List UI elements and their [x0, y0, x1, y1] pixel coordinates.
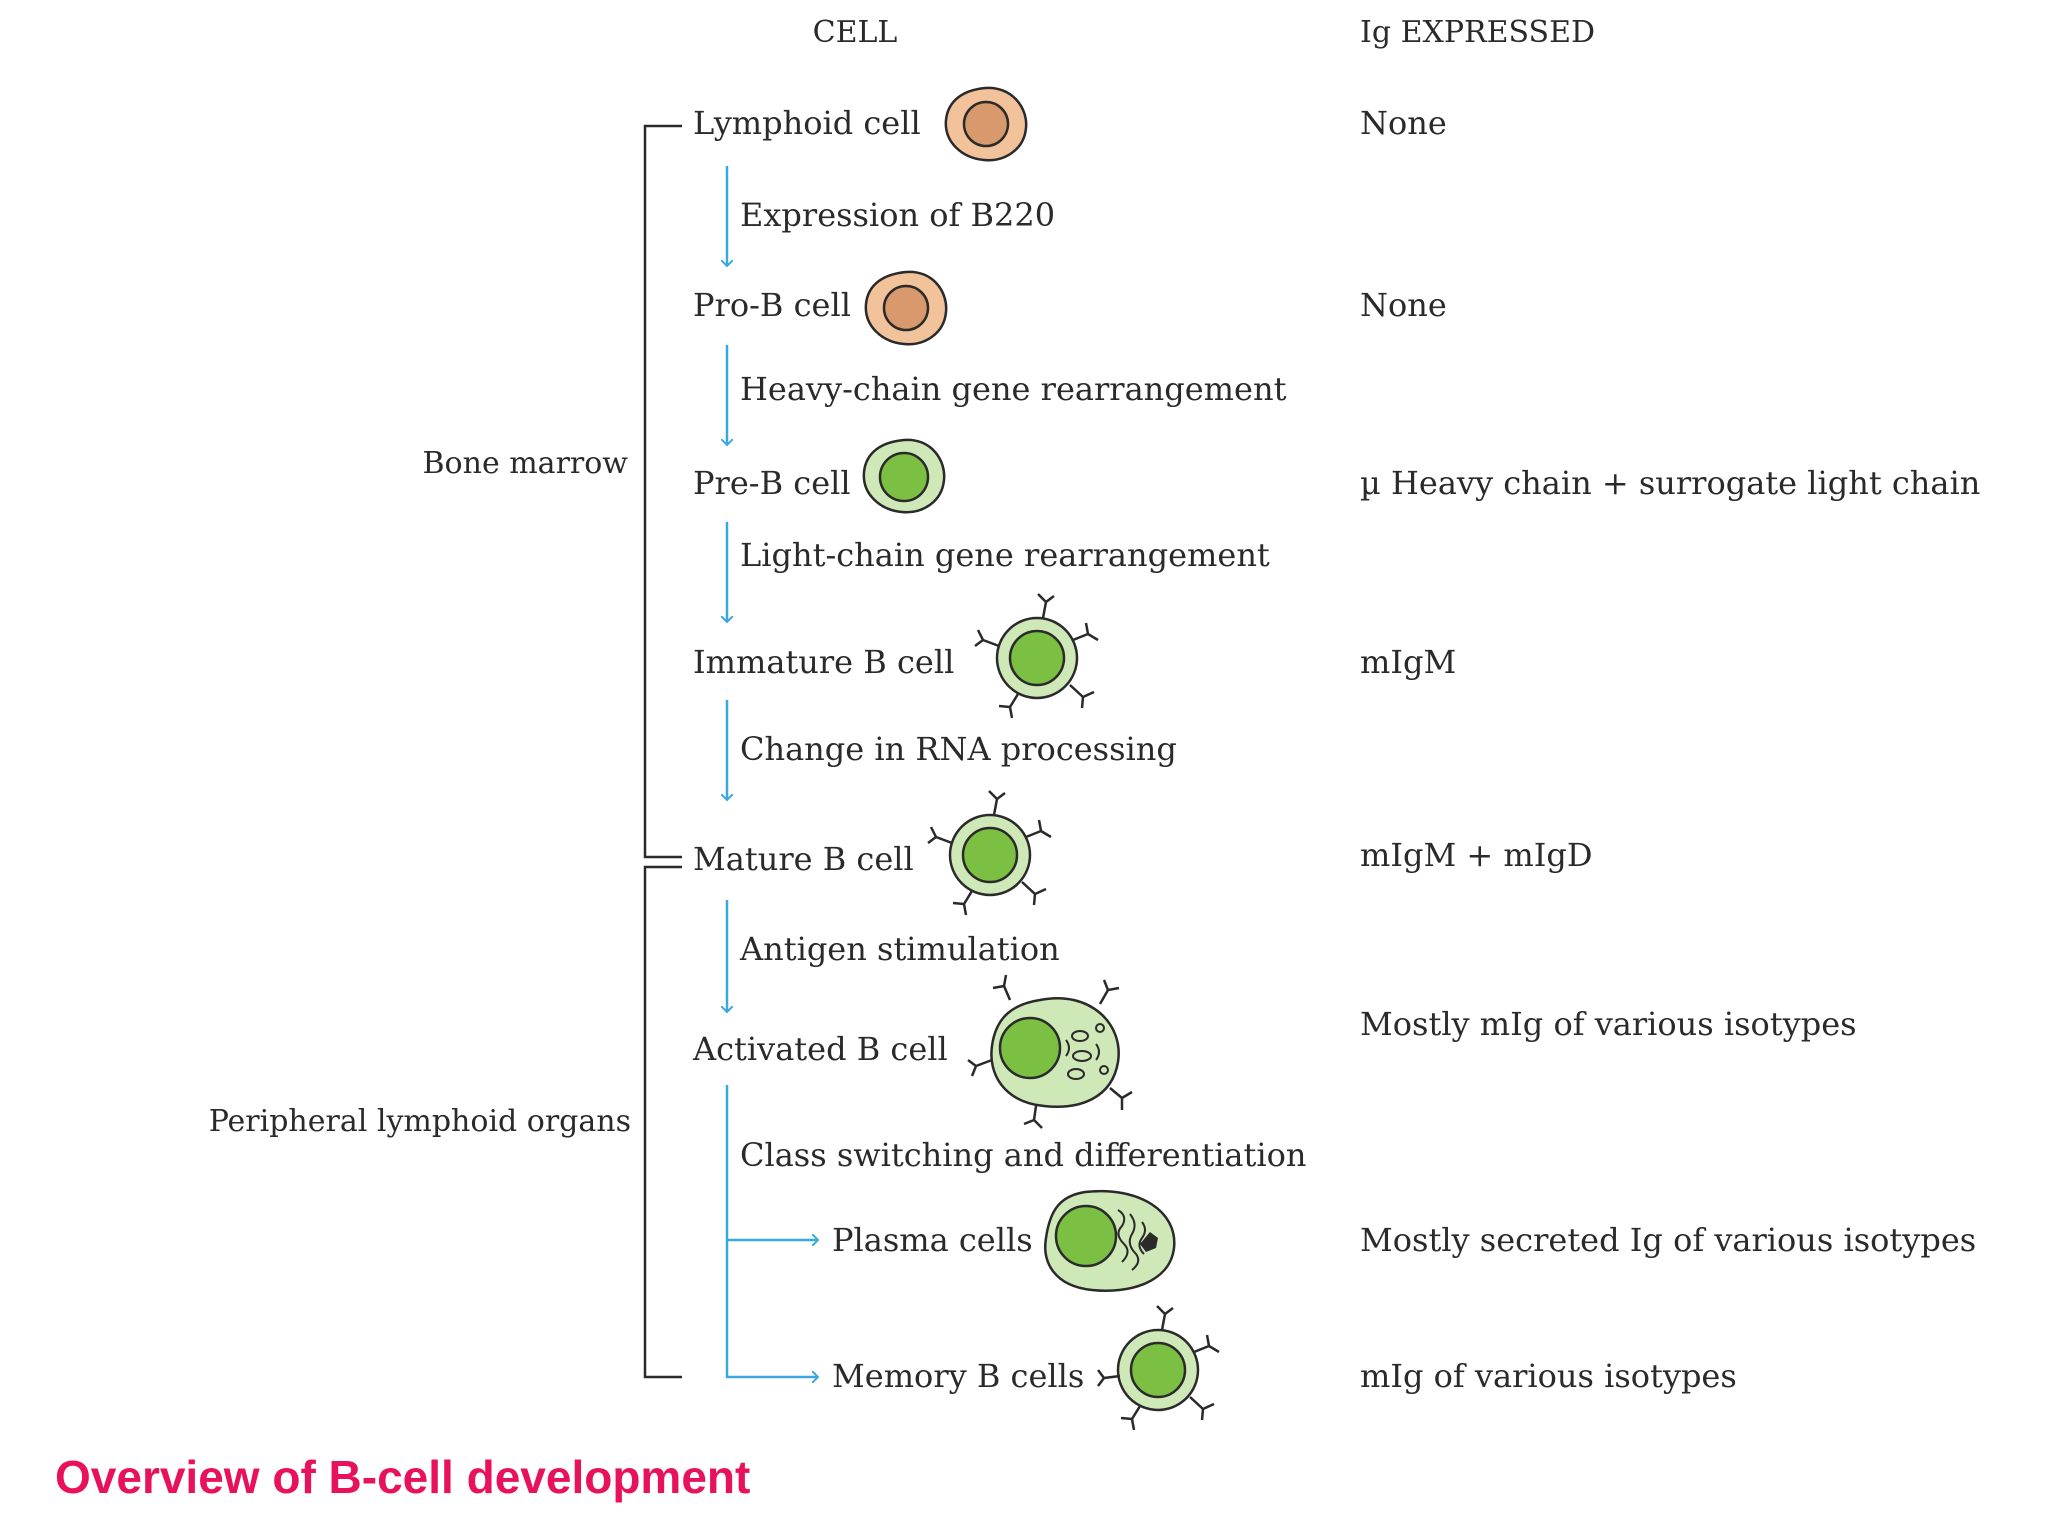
stage-pre-b-cell: Pre-B cell	[693, 464, 851, 502]
ig-pro-b-cell: None	[1360, 286, 1447, 324]
bone-marrow-bracket	[643, 124, 682, 859]
transition-rna-processing: Change in RNA processing	[740, 730, 1177, 768]
stage-immature-b-cell: Immature B cell	[693, 643, 954, 681]
pre-b-cell-icon	[862, 438, 946, 514]
stage-mature-b-cell: Mature B cell	[693, 840, 914, 878]
transition-heavy-chain: Heavy-chain gene rearrangement	[740, 370, 1287, 408]
ig-pre-b-cell: µ Heavy chain + surrogate light chain	[1360, 464, 1980, 502]
stage-lymphoid-cell: Lymphoid cell	[693, 104, 921, 142]
stage-memory-b-cells: Memory B cells	[832, 1357, 1084, 1395]
ig-plasma-cells: Mostly secreted Ig of various isotypes	[1360, 1221, 1976, 1259]
header-ig-expressed: Ig EXPRESSED	[1360, 15, 1595, 50]
arrow-branch-memory	[725, 1085, 818, 1377]
memory-b-cell-icon	[1097, 1305, 1220, 1431]
ig-immature-b-cell: mIgM	[1360, 643, 1456, 681]
transition-antigen-stimulation: Antigen stimulation	[739, 930, 1060, 968]
region-label-peripheral: Peripheral lymphoid organs	[209, 1104, 631, 1139]
peripheral-bracket	[643, 865, 682, 1379]
ig-activated-b-cell: Mostly mIg of various isotypes	[1360, 1005, 1857, 1043]
transition-light-chain: Light-chain gene rearrangement	[740, 536, 1270, 574]
transition-b220: Expression of B220	[740, 196, 1055, 234]
activated-b-cell-icon	[967, 974, 1133, 1129]
page-title: Overview of B-cell development	[55, 1451, 750, 1503]
ig-memory-b-cells: mIg of various isotypes	[1360, 1357, 1737, 1395]
mature-b-cell-icon	[927, 790, 1052, 916]
ig-mature-b-cell: mIgM + mIgD	[1360, 836, 1593, 874]
stage-activated-b-cell: Activated B cell	[692, 1030, 948, 1068]
stage-pro-b-cell: Pro-B cell	[693, 286, 851, 324]
ig-lymphoid-cell: None	[1360, 104, 1447, 142]
immature-b-cell-icon	[974, 593, 1099, 719]
header-cell: CELL	[813, 15, 898, 50]
lymphoid-cell-icon	[944, 86, 1028, 162]
pro-b-cell-icon	[864, 270, 948, 346]
transition-class-switching: Class switching and differentiation	[740, 1136, 1306, 1174]
stage-plasma-cells: Plasma cells	[832, 1221, 1033, 1259]
plasma-cell-icon	[1044, 1189, 1176, 1292]
region-label-bone-marrow: Bone marrow	[423, 446, 629, 481]
